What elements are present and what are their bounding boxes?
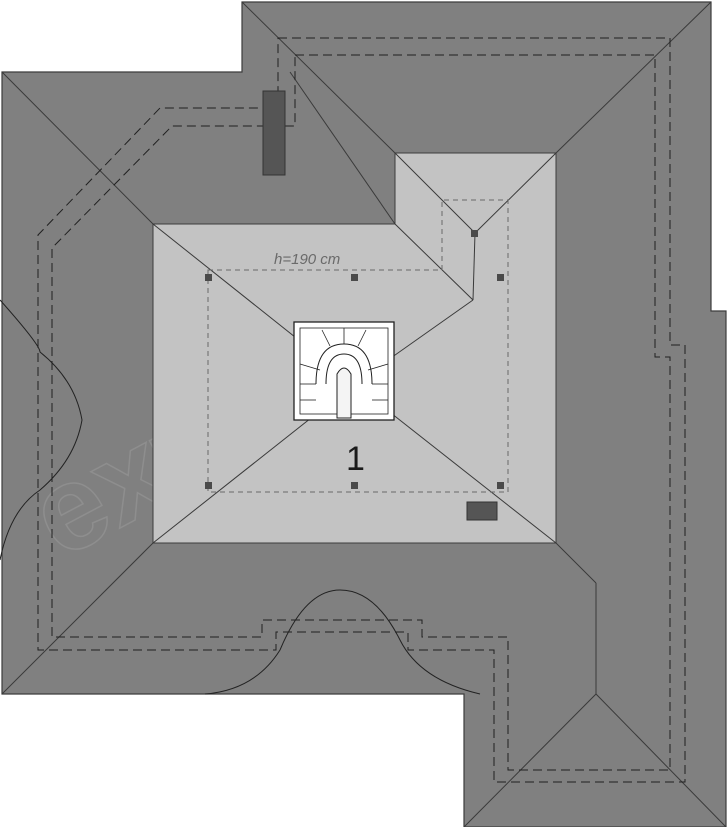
- vent: [466, 501, 498, 521]
- staircase: [293, 321, 395, 421]
- height-190-line: [207, 199, 509, 493]
- posts: [205, 230, 504, 489]
- room-number: 1: [346, 440, 365, 478]
- outer-wall-line-1: [37, 37, 686, 783]
- height-label: h=190 cm: [274, 251, 340, 268]
- wall-outline-dashed: [37, 37, 686, 783]
- chimney: [262, 90, 286, 176]
- height-limit-lines: [207, 199, 509, 493]
- bay-outlines: [0, 299, 481, 695]
